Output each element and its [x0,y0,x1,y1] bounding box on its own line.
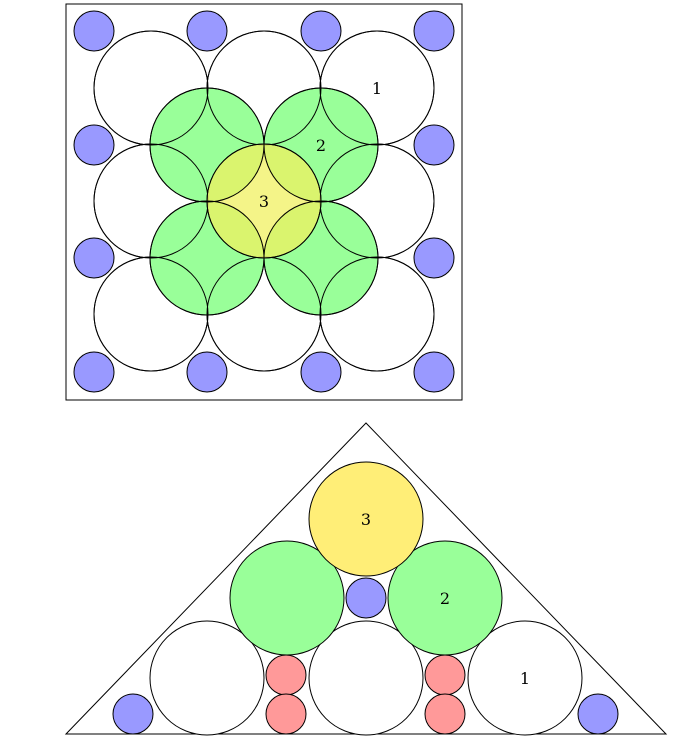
blue-circle [413,351,455,393]
square-label-layer1: 1 [372,79,382,98]
blue-circle [73,124,115,166]
square-layer3-circles [149,87,379,316]
blue-circle [186,351,228,393]
red-circle [265,693,307,735]
white-circle [308,620,424,736]
blue-circle [73,351,115,393]
square-frame [65,3,463,401]
red-circle [424,693,466,735]
blue-circle [300,351,342,393]
white-circle-outline [93,256,209,372]
square-label-layer3: 3 [259,192,269,211]
blue-circle [300,10,342,52]
blue-circle [345,577,387,619]
white-circle [149,620,265,736]
blue-circle [73,10,115,52]
triangle-panel: 1 2 3 [64,422,668,736]
blue-circle [73,237,115,279]
yellow-circle [308,461,424,577]
blue-circle [413,124,455,166]
white-circle [467,620,583,736]
triangle-label-layer3: 3 [361,510,371,529]
green-circle-outline [263,200,379,316]
square-blue-circles [73,10,455,393]
green-circle [229,540,345,656]
triangle-label-layer1: 1 [520,669,530,688]
blue-circle [577,693,619,735]
blue-circle [413,10,455,52]
green-circle-outline [263,87,379,203]
white-circle-outline [319,256,435,372]
blue-circle [413,237,455,279]
triangle-label-layer2: 2 [440,589,450,608]
red-circle [265,654,307,696]
square-panel: 1 2 3 [65,3,463,401]
blue-circle [112,693,154,735]
green-circle [387,540,503,656]
blue-circle [186,10,228,52]
red-circle [424,654,466,696]
square-label-layer2: 2 [316,136,326,155]
